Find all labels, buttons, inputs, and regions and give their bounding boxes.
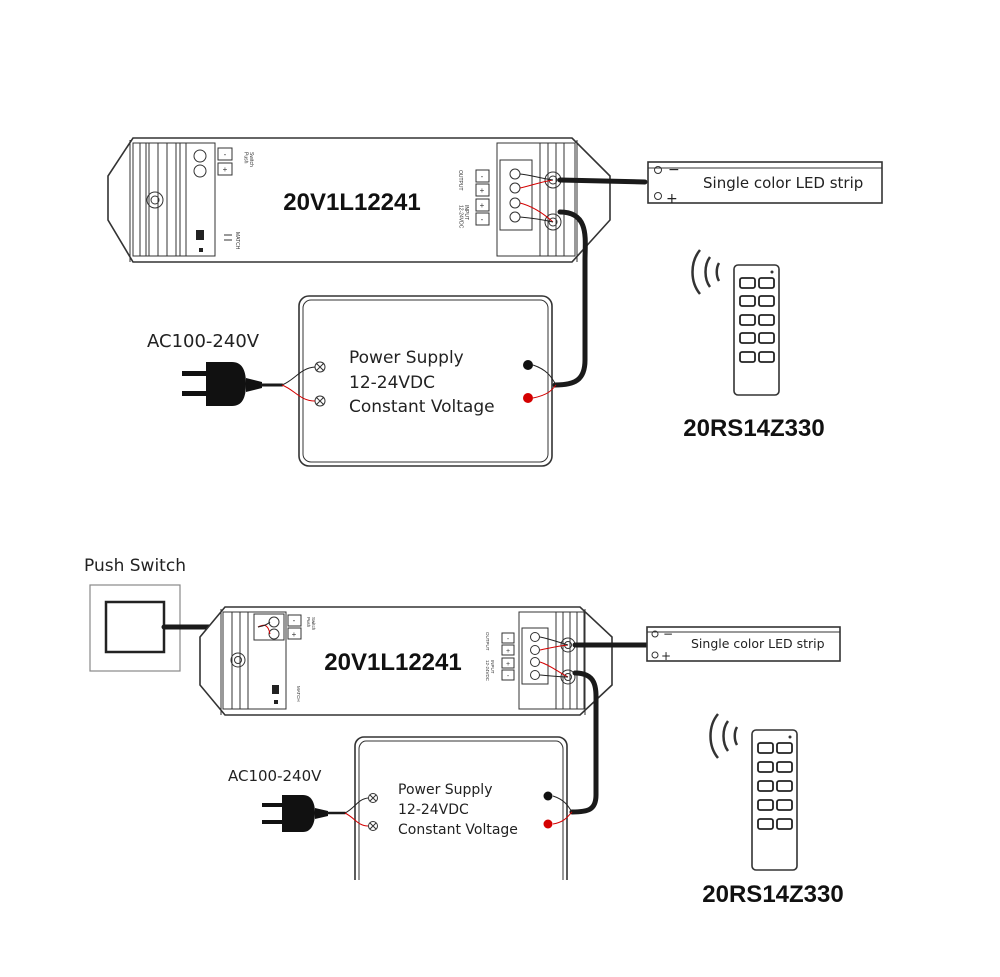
power-supply-1: Power Supply 12-24VDC Constant Voltage xyxy=(298,295,557,467)
led-strip-2: − + Single color LED strip xyxy=(646,626,841,663)
svg-text:+: + xyxy=(506,648,510,655)
remote-2-model: 20RS14Z330 xyxy=(702,881,843,908)
svg-text:-: - xyxy=(481,215,484,224)
power-cable-2 xyxy=(569,670,599,815)
controller-1-model: 20V1L12241 xyxy=(283,189,420,216)
svg-text:OUTPUT: OUTPUT xyxy=(485,632,490,651)
controller-2: - + SwitchPush MATCH 20V1L12241 OUTPUT I… xyxy=(199,606,613,716)
led-strip-2-label: Single color LED strip xyxy=(691,636,825,651)
output-label: OUTPUT xyxy=(457,170,463,191)
svg-text:+: + xyxy=(661,649,671,663)
power-cable-1 xyxy=(552,209,588,388)
svg-text:Constant Voltage: Constant Voltage xyxy=(398,822,518,838)
power-supply-2: Power Supply 12-24VDC Constant Voltage xyxy=(354,736,573,880)
svg-text:12-24VDC: 12-24VDC xyxy=(398,802,469,818)
svg-text:-: - xyxy=(293,616,296,625)
switch-terminal-plus: + xyxy=(223,165,228,174)
input-label: INPUT12-24VDC xyxy=(458,205,470,229)
ac-label-2: AC100-240V xyxy=(228,767,322,785)
svg-text:+: + xyxy=(506,661,510,668)
controller-2-model: 20V1L12241 xyxy=(324,649,461,676)
svg-text:+: + xyxy=(480,201,485,210)
push-switch-label: Push Switch xyxy=(84,556,186,576)
ac-plug-2-icon xyxy=(262,795,369,832)
match-button-icon[interactable] xyxy=(272,685,279,694)
diagram-1: - + SwitchPush MATCH 20V1L12241 OUTPUT I… xyxy=(107,137,883,467)
switch-push-label: SwitchPush xyxy=(243,152,255,167)
remote-1: 20RS14Z330 xyxy=(683,249,825,442)
negative-terminal-icon xyxy=(523,360,533,370)
svg-text:-: - xyxy=(507,636,510,643)
diagram-2: Push Switch - + xyxy=(84,556,844,908)
ac-label-1: AC100-240V xyxy=(147,331,260,352)
controller-1: - + SwitchPush MATCH 20V1L12241 OUTPUT I… xyxy=(107,137,611,263)
svg-text:-: - xyxy=(507,673,510,680)
screw-hole-icon xyxy=(146,191,164,209)
led-cable-1 xyxy=(557,177,648,185)
power-supply-line2: 12-24VDC xyxy=(349,373,435,393)
power-supply-line3: Constant Voltage xyxy=(349,397,495,417)
signal-wave-icon xyxy=(691,249,702,295)
svg-text:+: + xyxy=(292,630,297,639)
svg-text:-: - xyxy=(481,172,484,181)
svg-text:Power Supply: Power Supply xyxy=(398,782,493,798)
negative-terminal-icon xyxy=(543,791,553,801)
led-strip-minus: − xyxy=(668,162,680,178)
svg-text:INPUT12-24VDC: INPUT12-24VDC xyxy=(485,660,495,682)
positive-terminal-icon xyxy=(523,393,533,403)
ac-plug-1-icon xyxy=(182,362,316,406)
power-supply-line1: Power Supply xyxy=(349,348,464,368)
switch-terminal-minus: - xyxy=(224,150,227,159)
push-switch-icon xyxy=(89,584,181,672)
match-label: MATCH xyxy=(234,232,240,250)
switch-terminal-icon xyxy=(193,149,207,163)
led-strip-1: − + Single color LED strip xyxy=(647,161,883,207)
svg-text:−: − xyxy=(663,627,673,641)
svg-text:+: + xyxy=(480,186,485,195)
led-strip-plus: + xyxy=(666,191,678,207)
positive-terminal-icon xyxy=(543,819,553,829)
svg-text:SwitchPush: SwitchPush xyxy=(306,617,316,631)
led-strip-label: Single color LED strip xyxy=(703,174,863,192)
svg-text:MATCH: MATCH xyxy=(296,686,301,702)
match-button-icon[interactable] xyxy=(196,230,204,240)
remote-2: 20RS14Z330 xyxy=(702,713,844,908)
remote-1-model: 20RS14Z330 xyxy=(683,415,824,442)
